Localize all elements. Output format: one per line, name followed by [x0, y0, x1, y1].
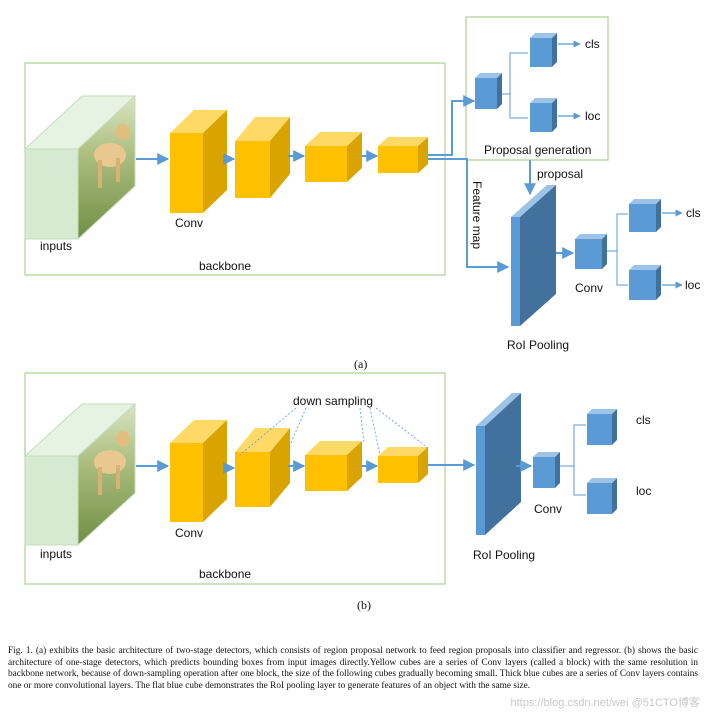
- head-cls-cube-b: [587, 409, 617, 445]
- arrow-feature-map: [428, 158, 510, 273]
- head-loc-cube-b: [587, 478, 617, 514]
- rpn-cls-label: cls: [585, 37, 600, 51]
- down-sampling-label: down sampling: [293, 394, 373, 408]
- architecture-figure: inputs Conv backbone Proposal generation…: [23, 16, 701, 612]
- roi-pooling-label-a: RoI Pooling: [507, 338, 569, 352]
- head-conv-cube-a: [575, 234, 607, 269]
- head-branch-lines-b: [560, 424, 586, 467]
- panel-label-b: (b): [357, 598, 371, 612]
- conv-block-2: [235, 117, 290, 198]
- head-loc-label-b: loc: [636, 484, 651, 498]
- head-branch-lines-a: [607, 213, 628, 252]
- roi-pooling-cube-a: [511, 185, 556, 326]
- arrow-to-proposal-generation: [428, 95, 476, 156]
- conv-block-3-b: [305, 441, 362, 491]
- proposal-label: proposal: [537, 167, 583, 181]
- head-conv-label-a: Conv: [575, 281, 603, 295]
- head-cls-label-a: cls: [686, 206, 701, 220]
- head-cls-label-b: cls: [636, 413, 651, 427]
- conv-block-1-b: [170, 420, 227, 522]
- conv-block-1: [170, 110, 227, 213]
- watermark: https://blog.csdn.net/wei @51CTO博客: [510, 697, 701, 709]
- one-stage-diagram: inputs Conv backbone down sampling RoI P…: [23, 372, 651, 612]
- input-image-cube: [23, 94, 137, 241]
- rpn-cls-cube: [530, 33, 557, 67]
- panel-label-a: (a): [354, 357, 367, 371]
- conv-label-a: Conv: [175, 216, 203, 230]
- inputs-label-b: inputs: [40, 547, 72, 561]
- head-cls-cube-a: [629, 199, 661, 232]
- backbone-label-b: backbone: [199, 567, 251, 581]
- roi-pooling-label-b: RoI Pooling: [473, 548, 535, 562]
- conv-block-4-b: [378, 447, 428, 483]
- rpn-loc-cube: [530, 98, 557, 132]
- proposal-generation-label: Proposal generation: [484, 143, 591, 157]
- conv-label-b: Conv: [175, 526, 203, 540]
- head-conv-label-b: Conv: [534, 502, 562, 516]
- input-image-cube-b: [23, 402, 137, 547]
- rpn-loc-label: loc: [585, 109, 600, 123]
- dog-image-b: [94, 431, 130, 495]
- roi-pooling-cube-b: [476, 393, 521, 535]
- rpn-branch-lines: [509, 52, 528, 94]
- backbone-label-a: backbone: [199, 259, 251, 273]
- proposal-generation-box: [465, 16, 609, 161]
- down-sampling-pointers: [239, 407, 429, 456]
- inputs-label-a: inputs: [40, 239, 72, 253]
- head-loc-cube-a: [629, 265, 661, 300]
- conv-block-2-b: [235, 428, 290, 507]
- conv-block-3: [305, 132, 362, 182]
- feature-map-label: Feature map: [470, 181, 484, 249]
- head-conv-cube-b: [533, 452, 560, 488]
- rpn-cube: [475, 73, 502, 109]
- conv-block-4: [378, 137, 428, 173]
- figure-caption: Fig. 1. (a) exhibits the basic architect…: [8, 646, 698, 691]
- head-loc-label-a: loc: [685, 278, 700, 292]
- dog-image: [94, 124, 130, 188]
- two-stage-diagram: inputs Conv backbone Proposal generation…: [23, 16, 701, 371]
